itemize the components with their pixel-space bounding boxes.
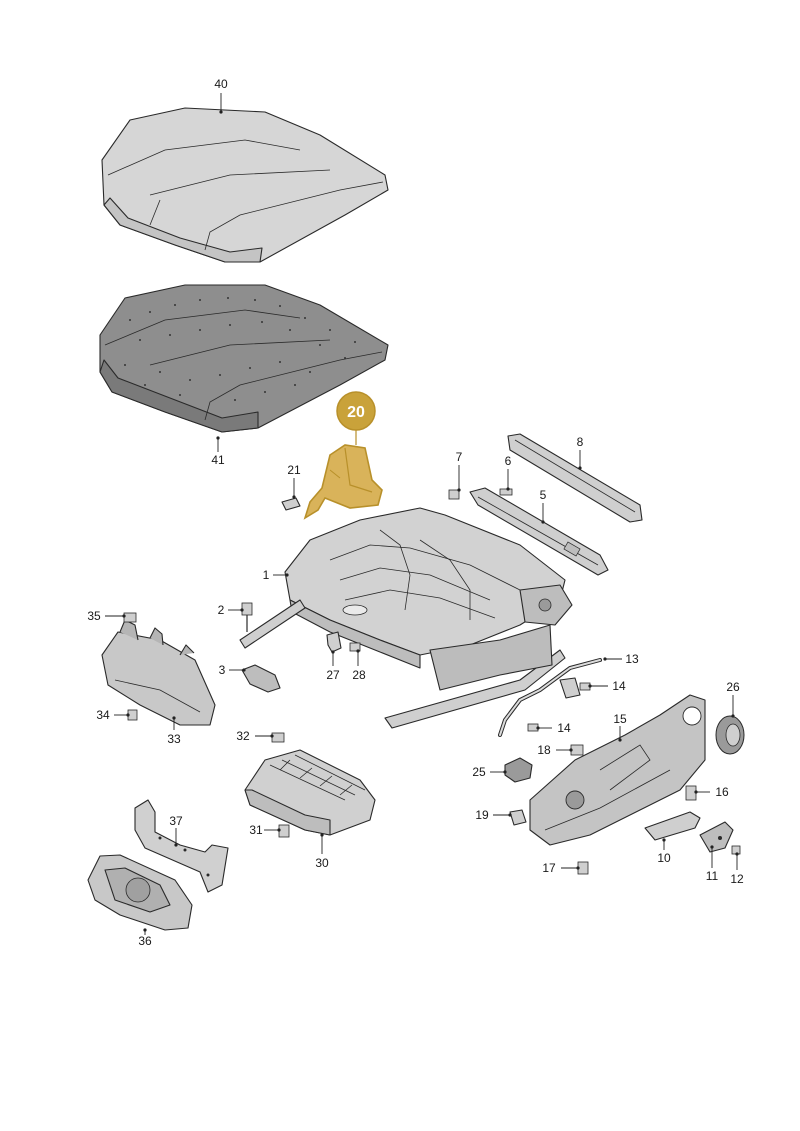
callout-20: 20	[347, 404, 365, 421]
callout-18: 18	[537, 743, 551, 757]
callout-21: 21	[287, 463, 301, 477]
side-trim-33[interactable]	[101, 619, 216, 726]
callout-1: 1	[263, 568, 270, 582]
callout-31: 31	[249, 823, 263, 837]
bolt-16[interactable]	[685, 785, 697, 801]
callout-badge-20[interactable]: 20	[336, 391, 376, 445]
bolt-2[interactable]	[241, 602, 253, 632]
screw-31[interactable]	[278, 824, 290, 838]
clip-27[interactable]	[326, 631, 342, 653]
clip-32[interactable]	[271, 732, 285, 743]
screw-28[interactable]	[349, 642, 361, 652]
callout-26: 26	[726, 680, 740, 694]
callout-27: 27	[326, 668, 340, 682]
knob-26[interactable]	[715, 715, 745, 755]
callout-37: 37	[169, 814, 183, 828]
callout-19: 19	[475, 808, 489, 822]
callout-35: 35	[87, 609, 101, 623]
switch-25[interactable]	[504, 757, 533, 783]
clip-18[interactable]	[570, 744, 584, 756]
callout-13: 13	[625, 652, 639, 666]
cable-13[interactable]	[498, 658, 602, 737]
callout-16: 16	[715, 785, 729, 799]
callout-25: 25	[472, 765, 486, 779]
callout-17: 17	[542, 861, 556, 875]
callout-6: 6	[505, 454, 512, 468]
bracket-37[interactable]	[134, 799, 229, 893]
callout-14-lower: 14	[557, 721, 571, 735]
callout-12: 12	[730, 872, 744, 886]
clip-19[interactable]	[509, 809, 527, 826]
callout-11: 11	[706, 869, 719, 883]
callout-10: 10	[657, 851, 671, 865]
cap-3[interactable]	[241, 664, 281, 693]
clip-7[interactable]	[448, 489, 460, 500]
side-cover-15[interactable]	[529, 694, 706, 846]
callout-41: 41	[211, 453, 225, 467]
seat-cover-40[interactable]	[101, 107, 389, 263]
callout-28: 28	[352, 668, 366, 682]
handle-10[interactable]	[644, 811, 701, 841]
bracket-20-highlighted[interactable]	[303, 444, 383, 520]
callout-5: 5	[540, 488, 547, 502]
callout-34: 34	[96, 708, 110, 722]
callout-40: 40	[214, 77, 228, 91]
control-unit-30[interactable]	[244, 749, 376, 836]
callout-8: 8	[577, 435, 584, 449]
seat-foam-41[interactable]	[99, 284, 389, 433]
rail-strip-8[interactable]	[507, 433, 643, 523]
callout-14-upper: 14	[612, 679, 626, 693]
slide-rail-5[interactable]	[469, 487, 609, 576]
callout-3: 3	[219, 663, 226, 677]
seat-frame-1[interactable]	[239, 507, 573, 729]
leader-lines	[105, 93, 739, 935]
callout-15: 15	[613, 712, 627, 726]
screw-21[interactable]	[281, 497, 301, 511]
callout-2: 2	[218, 603, 225, 617]
callout-labels: 40 41 21 7 6 8 5 1 2 3 35 34 33 27 28 13…	[87, 77, 744, 948]
callout-36: 36	[138, 934, 152, 948]
callout-30: 30	[315, 856, 329, 870]
screw-6[interactable]	[499, 488, 513, 496]
clip-35[interactable]	[123, 612, 137, 623]
housing-36[interactable]	[87, 854, 193, 931]
lever-11[interactable]	[699, 821, 734, 853]
callout-7: 7	[456, 450, 463, 464]
callout-32: 32	[236, 729, 250, 743]
callout-33: 33	[167, 732, 181, 746]
